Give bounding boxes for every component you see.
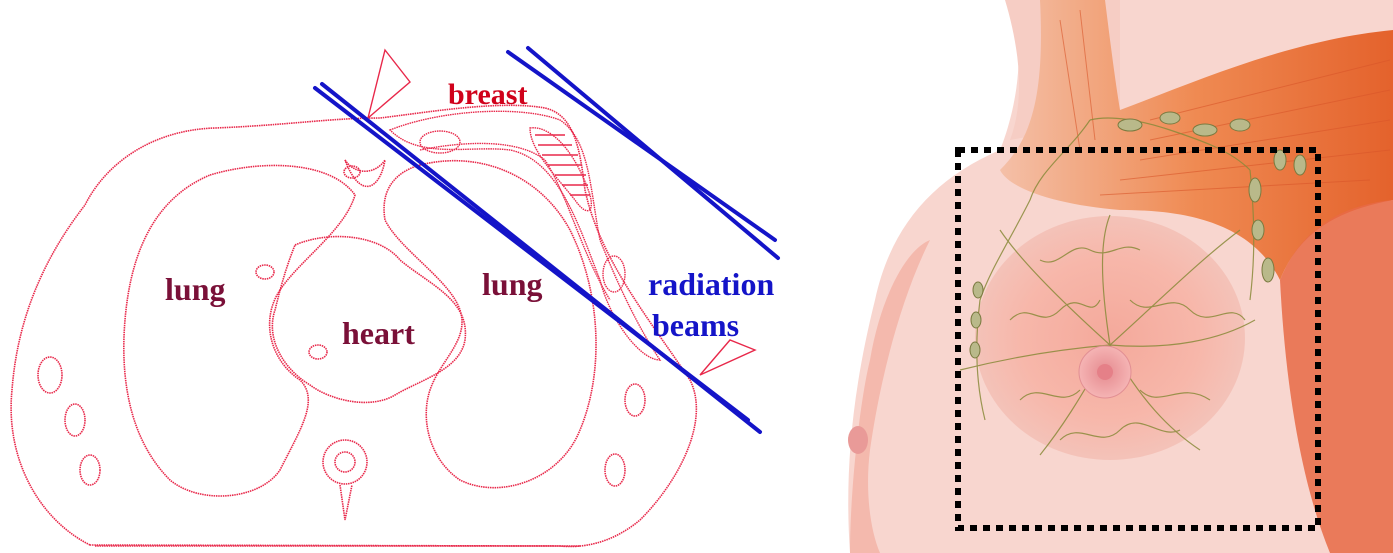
label-heart: heart xyxy=(342,315,415,351)
left-rib-3 xyxy=(80,455,100,485)
nipple xyxy=(1097,364,1113,380)
vertebra xyxy=(323,440,367,484)
spinous-process xyxy=(340,485,352,520)
label-lung-right: lung xyxy=(482,266,542,302)
right-lung-outline xyxy=(384,161,596,488)
right-rib-2 xyxy=(605,454,625,486)
spinal-canal xyxy=(335,452,355,472)
beam-line-2a xyxy=(508,52,775,240)
label-lung-left: lung xyxy=(165,271,225,307)
left-nipple xyxy=(848,426,868,454)
left-rib-2 xyxy=(65,404,85,436)
left-lung-outline xyxy=(124,165,355,496)
breast-anatomy-illustration xyxy=(848,0,1393,553)
beam-line-1b xyxy=(322,84,760,432)
label-beams: beams xyxy=(652,307,739,343)
right-rib-1 xyxy=(625,384,645,416)
right-breast xyxy=(975,216,1245,460)
small-vessel-2 xyxy=(309,345,327,359)
beam-line-2b xyxy=(528,48,778,258)
beam-angle-marker-top xyxy=(368,50,410,118)
sternum xyxy=(345,160,385,186)
label-radiation: radiation xyxy=(648,266,774,302)
beam-angle-marker-right xyxy=(700,340,755,375)
left-rib-1 xyxy=(38,357,62,393)
small-vessel-1 xyxy=(256,265,274,279)
label-breast: breast xyxy=(448,78,527,111)
radiation-beams xyxy=(315,48,778,432)
